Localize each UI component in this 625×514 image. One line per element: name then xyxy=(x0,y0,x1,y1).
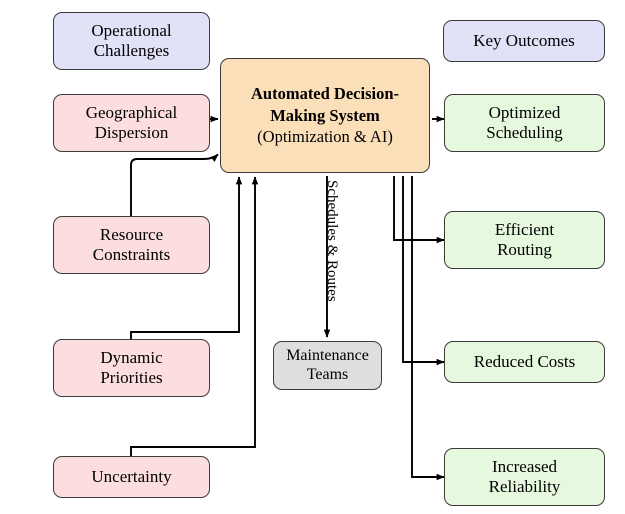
group-header-key-outcomes: Key Outcomes xyxy=(443,20,605,62)
node-increased-reliability[interactable]: Increased Reliability xyxy=(444,448,605,506)
node-uncertainty[interactable]: Uncertainty xyxy=(53,456,210,498)
challenge-1-line2: Constraints xyxy=(92,245,171,264)
outcome-0-line2: Scheduling xyxy=(486,123,563,142)
center-line2: Making System xyxy=(270,105,380,125)
header-right-line1: Key Outcomes xyxy=(473,30,575,50)
center-line3: (Optimization & AI) xyxy=(257,127,393,147)
header-left-line2: Challenges xyxy=(93,41,170,60)
edge-resource-to-center xyxy=(130,153,219,216)
node-optimized-scheduling[interactable]: Optimized Scheduling xyxy=(444,94,605,152)
outcome-2-line1: Reduced Costs xyxy=(473,351,576,371)
node-geographical-dispersion[interactable]: Geographical Dispersion xyxy=(53,94,210,152)
edge-center-to-routing xyxy=(393,176,445,244)
challenge-0-line1: Geographical xyxy=(85,102,178,122)
edge-center-to-costs xyxy=(402,176,445,366)
edge-label-schedules-and-routes: Schedules & Routes xyxy=(324,180,340,302)
outcome-0-line1: Optimized xyxy=(488,102,561,122)
actor-line2: Teams xyxy=(306,365,349,383)
group-header-operational-challenges: Operational Challenges xyxy=(53,12,210,70)
node-resource-constraints[interactable]: Resource Constraints xyxy=(53,216,210,274)
outcome-3-line1: Increased xyxy=(491,456,558,476)
outcome-1-line1: Efficient xyxy=(494,219,555,239)
challenge-1-line1: Resource xyxy=(99,224,164,244)
center-line1: Automated Decision- xyxy=(250,84,400,104)
node-dynamic-priorities[interactable]: Dynamic Priorities xyxy=(53,339,210,397)
node-maintenance-teams[interactable]: Maintenance Teams xyxy=(273,341,382,390)
outcome-3-line2: Reliability xyxy=(488,477,561,496)
header-left-line1: Operational xyxy=(91,20,172,40)
actor-line1: Maintenance xyxy=(286,346,369,364)
challenge-2-line2: Priorities xyxy=(100,368,163,387)
node-efficient-routing[interactable]: Efficient Routing xyxy=(444,211,605,269)
node-reduced-costs[interactable]: Reduced Costs xyxy=(444,341,605,383)
challenge-2-line1: Dynamic xyxy=(100,347,163,367)
outcome-1-line2: Routing xyxy=(497,240,552,259)
challenge-3-line1: Uncertainty xyxy=(91,466,172,486)
node-automated-decision-making-system[interactable]: Automated Decision- Making System (Optim… xyxy=(220,58,430,173)
edge-center-to-reliability xyxy=(411,176,445,481)
challenge-0-line2: Dispersion xyxy=(94,123,169,142)
